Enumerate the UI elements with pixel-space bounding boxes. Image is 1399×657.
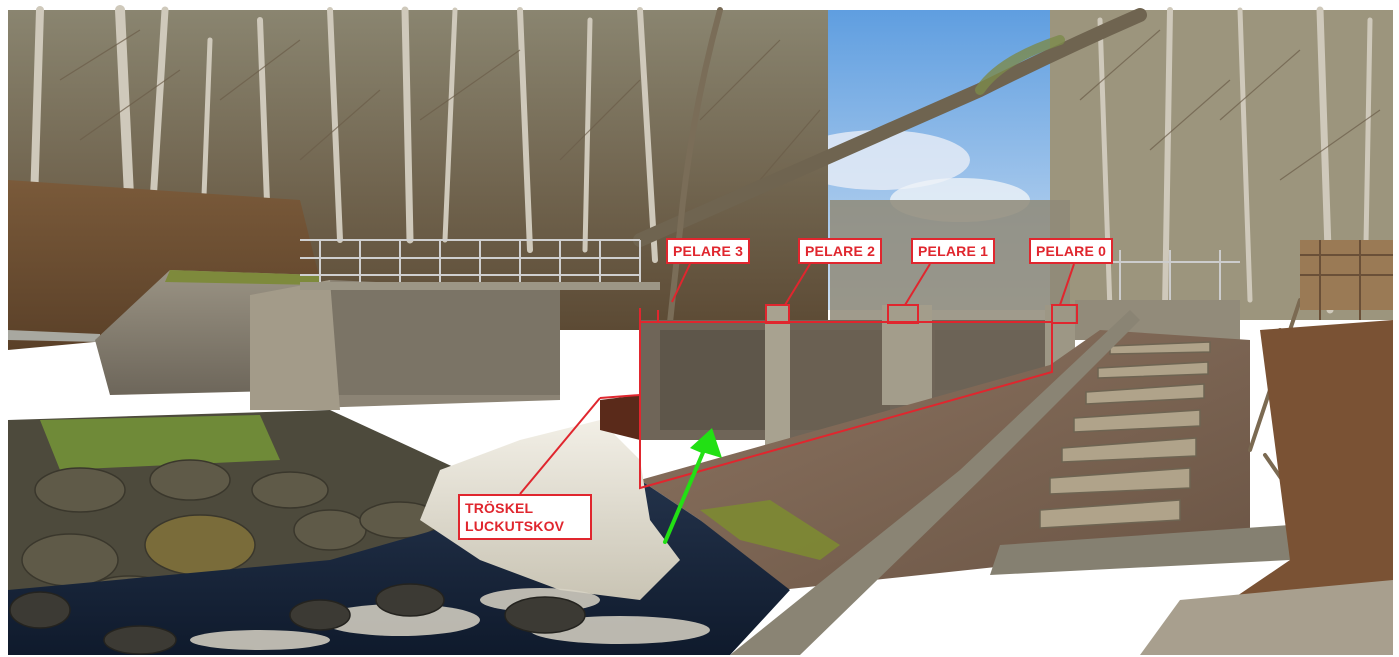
label-pelare-1: PELARE 1 — [911, 238, 996, 264]
label-pelare-3: PELARE 3 — [666, 238, 751, 264]
label-troskel-luckutskov: TRÖSKEL LUCKUTSKOV — [458, 494, 592, 540]
label-pelare-0: PELARE 0 — [1029, 238, 1114, 264]
green-arrow-icon — [663, 428, 722, 544]
label-pelare-2: PELARE 2 — [798, 238, 883, 264]
